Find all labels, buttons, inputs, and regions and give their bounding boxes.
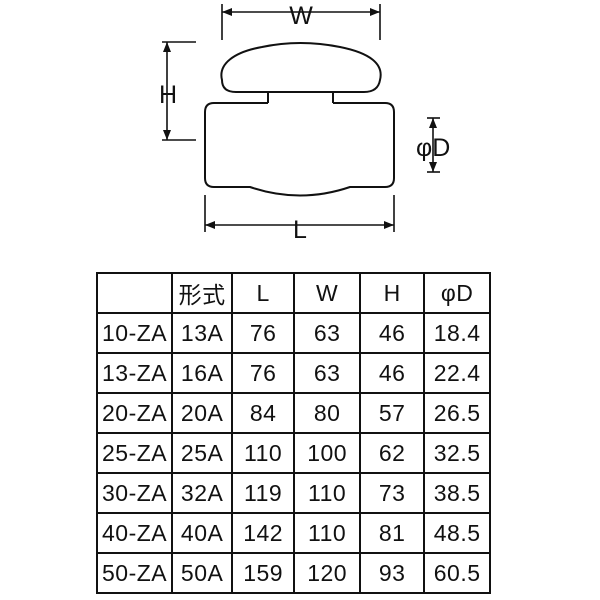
table-cell: 60.5 [423, 552, 492, 594]
table-cell: 40A [171, 512, 234, 554]
table-row: 20-ZA 20A 84 80 57 26.5 [95, 392, 492, 434]
table-cell: 32A [171, 472, 234, 514]
table-cell: 50A [171, 552, 234, 594]
table-cell: 48.5 [423, 512, 492, 554]
table-row: 13-ZA 16A 76 63 46 22.4 [95, 352, 492, 394]
table-row: 40-ZA 40A 142 110 81 48.5 [95, 512, 492, 554]
table-cell: 119 [231, 472, 296, 514]
table-cell: 110 [293, 472, 362, 514]
table-cell: 20A [171, 392, 234, 434]
height-label: H [159, 81, 177, 109]
table-cell: 30-ZA [95, 472, 174, 514]
table-cell: 40-ZA [95, 512, 174, 554]
valve-dimension-drawing: W H L φD [159, 2, 450, 244]
table-cell: 159 [231, 552, 296, 594]
table-cell: 142 [231, 512, 296, 554]
header-cell-model [95, 272, 174, 314]
table-row: 50-ZA 50A 159 120 93 60.5 [95, 552, 492, 594]
table-cell: 63 [293, 352, 362, 394]
table-cell: 46 [359, 352, 426, 394]
table-cell: 32.5 [423, 432, 492, 474]
table-cell: 84 [231, 392, 296, 434]
table-cell: 80 [293, 392, 362, 434]
table-cell: 20-ZA [95, 392, 174, 434]
arrowhead [370, 8, 380, 16]
header-cell-height: H [359, 272, 426, 314]
valve-body-outline [204, 102, 395, 197]
specification-table: 形式 L W H φD 10-ZA 13A 76 63 46 18.4 13-Z… [95, 272, 492, 594]
width-label: W [289, 2, 313, 30]
table-cell: 18.4 [423, 312, 492, 354]
arrowhead [384, 221, 394, 229]
table-cell: 16A [171, 352, 234, 394]
table-cell: 10-ZA [95, 312, 174, 354]
table-cell: 26.5 [423, 392, 492, 434]
table-cell: 81 [359, 512, 426, 554]
table-cell: 93 [359, 552, 426, 594]
table-cell: 13-ZA [95, 352, 174, 394]
table-cell: 110 [231, 432, 296, 474]
table-cell: 63 [293, 312, 362, 354]
arrowhead [163, 42, 171, 52]
header-cell-width: W [293, 272, 362, 314]
valve-stem-outline [267, 92, 334, 103]
table-cell: 110 [293, 512, 362, 554]
length-label: L [293, 216, 307, 244]
table-cell: 62 [359, 432, 426, 474]
table-row: 30-ZA 32A 119 110 73 38.5 [95, 472, 492, 514]
arrowhead [163, 130, 171, 140]
arrowhead [429, 118, 437, 128]
table-cell: 50-ZA [95, 552, 174, 594]
table-cell: 13A [171, 312, 234, 354]
table-cell: 38.5 [423, 472, 492, 514]
table-cell: 57 [359, 392, 426, 434]
table-cell: 100 [293, 432, 362, 474]
table-row: 25-ZA 25A 110 100 62 32.5 [95, 432, 492, 474]
header-cell-diameter: φD [423, 272, 492, 314]
table-cell: 76 [231, 352, 296, 394]
table-cell: 22.4 [423, 352, 492, 394]
table-cell: 25-ZA [95, 432, 174, 474]
table-cell: 46 [359, 312, 426, 354]
table-cell: 73 [359, 472, 426, 514]
diameter-label: φD [416, 134, 450, 162]
table-header-row: 形式 L W H φD [95, 272, 492, 314]
table-cell: 120 [293, 552, 362, 594]
arrowhead [222, 8, 232, 16]
table-cell: 76 [231, 312, 296, 354]
table-row: 10-ZA 13A 76 63 46 18.4 [95, 312, 492, 354]
table-cell: 25A [171, 432, 234, 474]
header-cell-type: 形式 [171, 272, 234, 314]
arrowhead [429, 162, 437, 172]
header-cell-length: L [231, 272, 296, 314]
arrowhead [205, 221, 215, 229]
valve-handle-outline [220, 42, 382, 93]
